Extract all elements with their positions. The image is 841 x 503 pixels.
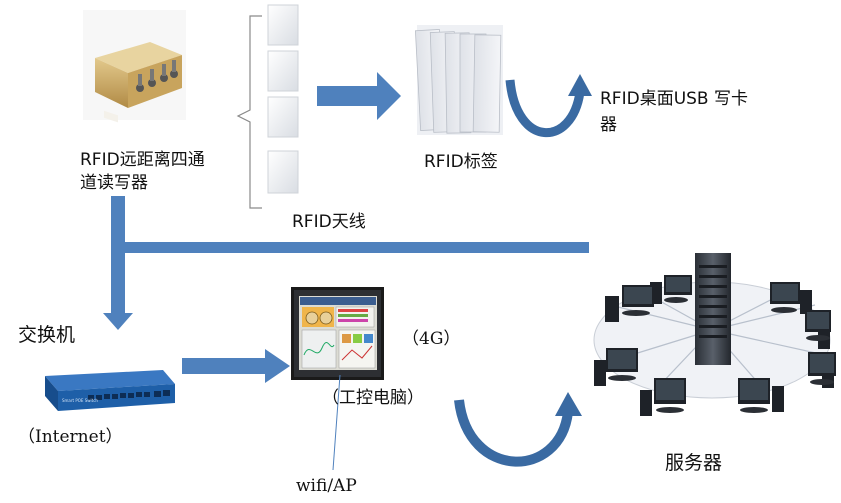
antenna-brace bbox=[236, 15, 262, 209]
switch-label: 交换机 bbox=[18, 324, 76, 346]
curved-arrow-to-usb-head bbox=[568, 74, 592, 96]
rfid-tag-cards-icon bbox=[414, 25, 503, 135]
wifi-label: wifi/AP bbox=[296, 476, 357, 496]
switch-device-icon bbox=[45, 370, 175, 411]
ipc-label: （工控电脑） bbox=[322, 388, 424, 408]
switch-sublabel: （Internet） bbox=[18, 427, 123, 447]
curved-arrow-to-server bbox=[454, 399, 573, 467]
server-label: 服务器 bbox=[665, 452, 723, 474]
curved-arrow-to-server-head bbox=[555, 392, 582, 416]
network-bus-line bbox=[118, 242, 589, 253]
usb-writer-label-line1: RFID桌面USB 写卡 bbox=[600, 89, 748, 109]
ipc-badge: （4G） bbox=[402, 329, 461, 349]
arrow-switch-to-ipc bbox=[182, 349, 290, 383]
arrow-antenna-to-tag bbox=[317, 72, 401, 120]
reader-device-icon bbox=[83, 10, 186, 123]
antenna-card-icon bbox=[267, 4, 299, 194]
curved-arrow-to-usb bbox=[505, 79, 585, 137]
switch-faceplate-text: Smart POE Switch bbox=[62, 398, 98, 403]
arrow-reader-to-switch bbox=[103, 196, 133, 330]
reader-label-line1: RFID远距离四通 bbox=[80, 150, 205, 170]
industrial-pc-icon bbox=[291, 287, 384, 380]
usb-writer-label-line2: 器 bbox=[600, 115, 617, 135]
reader-label-line2: 道读写器 bbox=[80, 173, 148, 193]
antenna-label: RFID天线 bbox=[292, 212, 366, 232]
wifi-pointer-line bbox=[332, 374, 341, 471]
server-cluster-icon bbox=[593, 253, 836, 416]
tag-label: RFID标签 bbox=[424, 152, 498, 172]
